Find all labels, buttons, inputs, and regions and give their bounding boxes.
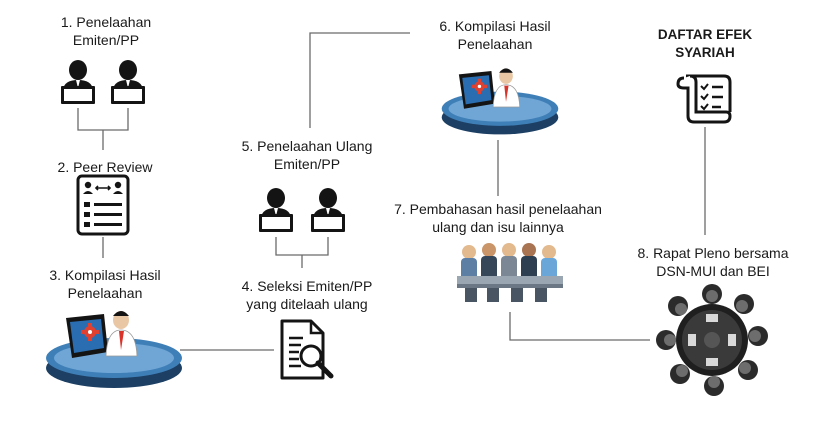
round-table-icon (656, 284, 768, 396)
reviewer-pair-1 (61, 60, 145, 104)
scroll-checklist-icon (676, 74, 732, 124)
document-search-icon (280, 319, 334, 380)
connector-s7-s8 (509, 312, 650, 341)
meeting-table-icon (457, 243, 563, 302)
computer-platform-icon (46, 311, 182, 388)
step-2-label: 2. Peer Review (57, 159, 153, 175)
reviewer-person-icon (111, 60, 145, 104)
reviewer-person-icon (311, 188, 345, 232)
computer-platform-icon (441, 68, 559, 135)
connector-s5-s6 (309, 32, 410, 128)
reviewer-pair-5 (259, 188, 345, 232)
reviewer-person-icon (259, 188, 293, 232)
connector-s5-pair (275, 237, 329, 256)
reviewer-person-icon (61, 60, 95, 104)
connector-s1-pair (77, 108, 129, 131)
peer-review-form-icon (76, 174, 130, 236)
